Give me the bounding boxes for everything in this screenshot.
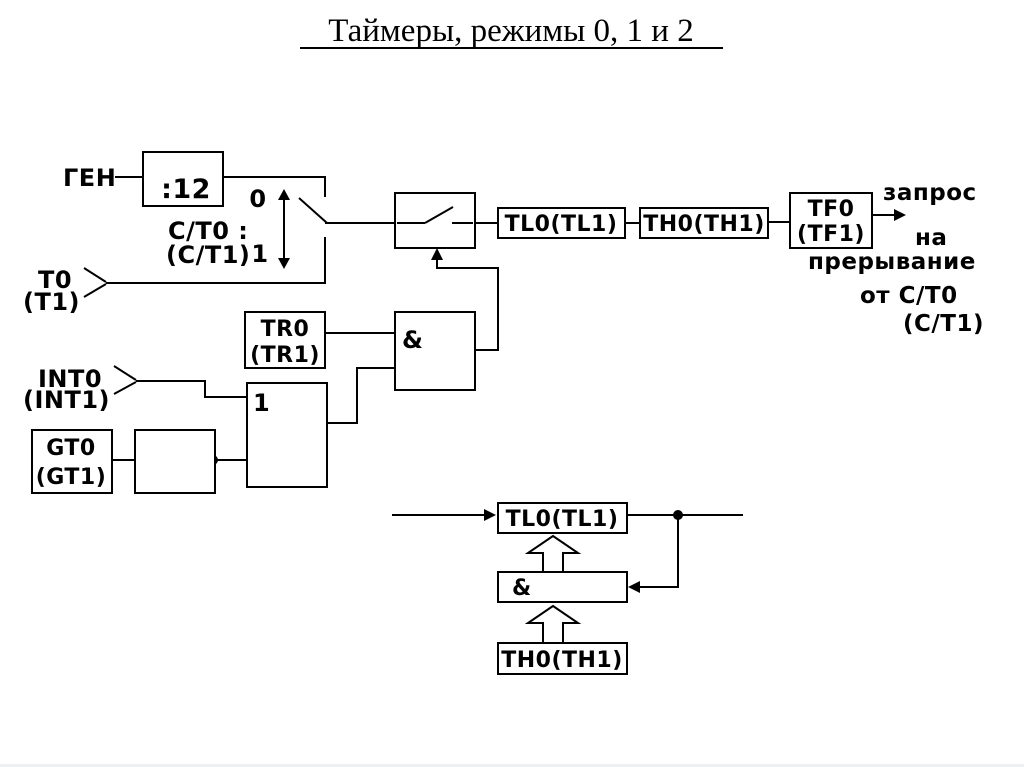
interrupt-note-line5: (C/T1): [903, 311, 984, 337]
or-gate-block: [246, 382, 328, 488]
tr-alt-label: (TR1): [250, 343, 320, 368]
mode2-tl-register-label: TL0(TL1): [506, 507, 619, 532]
selector-mode-arrow-down: [278, 258, 290, 269]
count-gate-switch-symbol: [397, 206, 473, 224]
selector-pos1-label: 1: [251, 240, 268, 268]
mode2-and-gate-label: &: [512, 576, 532, 601]
selector-mode-arrow-up: [278, 189, 290, 200]
mode2-feedback-wire: [640, 515, 679, 588]
mode2-diagram: TL0(TL1) & TH0(TH1): [392, 502, 743, 675]
gt-label: GT0: [46, 436, 96, 461]
mode2-input-arrowhead: [484, 509, 496, 521]
selector-name-label: C/T0 :: [168, 217, 248, 245]
tl-register-label: TL0(TL1): [505, 212, 618, 237]
gt-flag-block: [31, 429, 113, 494]
mode2-th-register-label: TH0(TH1): [501, 648, 623, 673]
gen-input-label: ГЕН: [63, 164, 116, 192]
t-input-pin-chevron: [83, 267, 107, 298]
slide-bottom-edge: [0, 764, 1024, 767]
tl-register-block: [497, 207, 626, 239]
tr-label: TR0: [261, 317, 310, 342]
tf-alt-label: (TF1): [797, 222, 865, 247]
wire-divider-to-contact0: [222, 176, 326, 197]
blocks-upper: [31, 151, 873, 494]
gt-alt-label: (GT1): [36, 465, 107, 490]
count-gate-block: [394, 192, 476, 249]
wires-upper: [83, 176, 906, 465]
wire-int-to-or: [136, 380, 247, 398]
int-input-pin-chevron: [113, 365, 137, 395]
wire-or-to-and: [327, 367, 395, 424]
divider-label: :12: [161, 174, 211, 205]
inverter-block: [134, 429, 216, 494]
labels-upper: ГЕН :12 C/T0 : (C/T1) 0 1 T0 (T1) INT0 (…: [23, 164, 865, 490]
mode2-feedback-arrowhead: [628, 581, 640, 593]
interrupt-note-line2: на: [915, 225, 947, 251]
selector-pos0-label: 0: [249, 185, 266, 213]
mode2-reload-arrow-upper: [524, 534, 582, 573]
interrupt-note-line4: от C/T0: [860, 283, 958, 309]
int-input-alt-label: (INT1): [23, 386, 110, 414]
tf-flag-block: [789, 192, 873, 249]
wire-t-input-to-contact1: [106, 237, 326, 284]
divider-block: [142, 151, 224, 207]
or-gate-label: 1: [253, 389, 270, 417]
tf-label: TF0: [808, 197, 855, 222]
selector-switch-arm: [298, 197, 328, 224]
t-input-alt-label: (T1): [23, 288, 80, 316]
mode2-and-gate-block: [497, 571, 628, 603]
mode2-tl-register-block: [497, 502, 628, 534]
th-register-label: TH0(TH1): [643, 212, 765, 237]
and-gate-block: [394, 311, 476, 391]
gate-control-arrowhead: [431, 248, 443, 260]
selector-name-alt-label: (C/T1): [166, 241, 250, 269]
page-title: Таймеры, режимы 0, 1 и 2: [328, 13, 693, 49]
and-gate-label: &: [402, 326, 423, 354]
mode2-th-register-block: [497, 642, 628, 675]
th-register-block: [639, 207, 769, 239]
interrupt-note-line3: прерывание: [808, 249, 976, 275]
interrupt-arrowhead: [894, 209, 906, 221]
tr-flag-block: [244, 311, 326, 369]
wire-and-to-gate-control: [436, 257, 499, 351]
interrupt-note-line1: запрос: [883, 180, 977, 206]
int-input-label: INT0: [38, 365, 102, 393]
interrupt-note: запрос на прерывание от C/T0 (C/T1): [808, 180, 984, 337]
mode2-reload-arrow-lower: [524, 604, 582, 644]
t-input-label: T0: [38, 266, 72, 294]
